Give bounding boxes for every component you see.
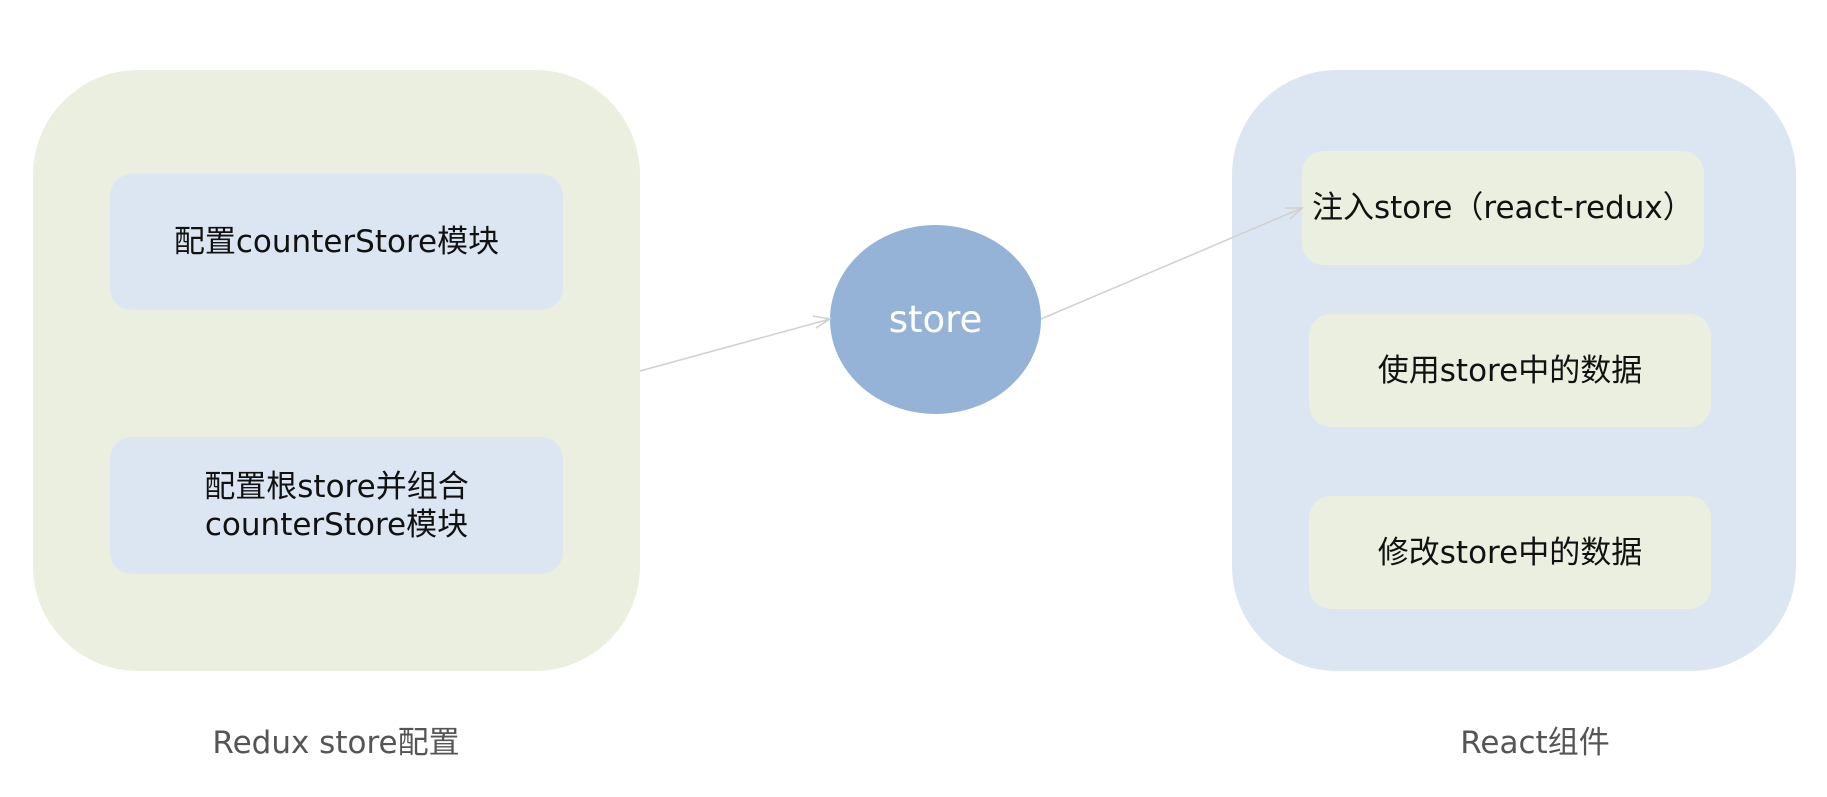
- modify-store-data-box: 修改store中的数据: [1309, 496, 1711, 609]
- arrowhead-to-inject: [1285, 207, 1304, 220]
- configure-counterstore-module-label: 配置counterStore模块: [173, 224, 500, 260]
- use-store-data-box: 使用store中的数据: [1309, 314, 1711, 427]
- edge-store-to-inject: [1040, 207, 1303, 320]
- inject-store-box: 注入store（react-redux）: [1302, 151, 1704, 265]
- store-node: store: [830, 225, 1041, 414]
- arrowhead-to-store: [812, 315, 833, 329]
- inject-store-label: 注入store（react-redux）: [1312, 190, 1694, 226]
- configure-root-store-label-line2: counterStore模块: [204, 506, 469, 543]
- use-store-data-label: 使用store中的数据: [1377, 352, 1643, 389]
- configure-counterstore-module-box: 配置counterStore模块: [110, 174, 563, 310]
- edge-left-group-to-store: [639, 318, 831, 372]
- configure-root-store-label-line1: 配置根store并组合: [204, 468, 469, 505]
- store-node-label: store: [888, 298, 983, 341]
- configure-root-store-box: 配置根store并组合 counterStore模块: [110, 437, 563, 574]
- redux-store-config-caption: Redux store配置: [212, 725, 460, 761]
- modify-store-data-label: 修改store中的数据: [1377, 534, 1643, 571]
- react-components-caption: React组件: [1460, 725, 1610, 761]
